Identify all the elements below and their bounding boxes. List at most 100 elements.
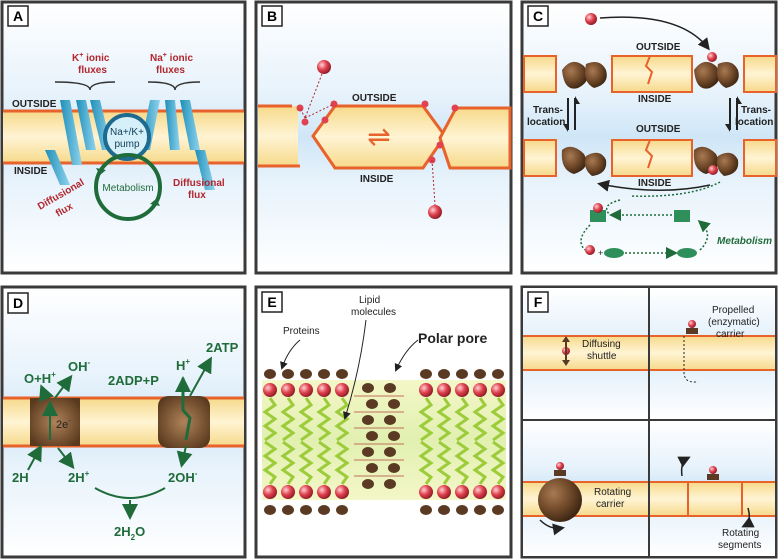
lipid-head (317, 485, 331, 499)
lipid-head (437, 383, 451, 397)
lipid-head (317, 383, 331, 397)
protein (282, 505, 294, 515)
ion (428, 205, 442, 219)
svg-text:Trans-: Trans- (533, 105, 563, 116)
protein (474, 505, 486, 515)
protein (474, 369, 486, 379)
lipid-head (473, 485, 487, 499)
svg-text:2H+: 2H+ (68, 469, 90, 485)
lipid-head (419, 485, 433, 499)
rotating-carrier (538, 478, 582, 522)
pore-lining (362, 447, 374, 457)
panel-f: Diffusing shuttle Propelled (enzymatic) … (520, 285, 778, 559)
svg-text:2OH-: 2OH- (168, 469, 198, 485)
lipid-head (263, 383, 277, 397)
pore-lining (384, 479, 396, 489)
svg-text:2ATP: 2ATP (206, 340, 239, 355)
lipid-head (437, 485, 451, 499)
svg-text:shuttle: shuttle (587, 351, 617, 362)
svg-text:Metabolism: Metabolism (102, 183, 153, 194)
lipid-head (491, 383, 505, 397)
pore-lining (366, 463, 378, 473)
svg-text:pump: pump (114, 139, 139, 150)
svg-text:OUTSIDE: OUTSIDE (636, 124, 681, 135)
pore-lining (366, 431, 378, 441)
svg-text:fluxes: fluxes (78, 65, 107, 76)
svg-text:H+: H+ (176, 357, 190, 373)
lipid-head (455, 383, 469, 397)
svg-text:2e-: 2e- (56, 418, 71, 431)
svg-text:carrier: carrier (716, 329, 745, 340)
svg-text:Diffusing: Diffusing (582, 339, 621, 350)
panel-a: A OUTSIDE INSIDE K+ ionic fluxes Na+ ion… (0, 0, 247, 275)
lipid-head (335, 485, 349, 499)
panel-letter: F (534, 294, 543, 310)
lipid-head (455, 485, 469, 499)
outside-label: OUTSIDE (12, 99, 57, 110)
lipid-head (299, 383, 313, 397)
svg-text:(enzymatic): (enzymatic) (708, 317, 760, 328)
protein (456, 505, 468, 515)
protein (438, 369, 450, 379)
ion (317, 60, 331, 74)
svg-text:location: location (527, 117, 565, 128)
svg-text:Rotating: Rotating (722, 528, 759, 539)
svg-text:segments: segments (718, 540, 761, 551)
na-flux-label: Na+ ionic (150, 52, 193, 64)
svg-text:OH-: OH- (68, 358, 91, 374)
pore-lining (362, 383, 374, 393)
k-flux-label: K+ ionic (72, 52, 110, 64)
svg-text:2ADP+P: 2ADP+P (108, 373, 159, 388)
lipid-head (299, 485, 313, 499)
protein (264, 505, 276, 515)
svg-text:Polar pore: Polar pore (418, 330, 487, 346)
protein (336, 369, 348, 379)
pore-lining (366, 399, 378, 409)
protein (300, 505, 312, 515)
svg-text:Trans-: Trans- (741, 105, 771, 116)
protein (492, 369, 504, 379)
svg-text:OUTSIDE: OUTSIDE (352, 93, 397, 104)
svg-text:OUTSIDE: OUTSIDE (636, 42, 681, 53)
pore-lining (384, 447, 396, 457)
svg-text:Diffusional: Diffusional (173, 178, 225, 189)
pore-lining (384, 383, 396, 393)
svg-text:Propelled: Propelled (712, 305, 754, 316)
protein (318, 505, 330, 515)
panel-letter: A (13, 8, 23, 24)
pore-lining (388, 399, 400, 409)
lipid-head (263, 485, 277, 499)
protein (318, 369, 330, 379)
svg-text:flux: flux (188, 190, 206, 201)
protein (282, 369, 294, 379)
pore-lining (388, 463, 400, 473)
protein (336, 505, 348, 515)
lipid-head (473, 383, 487, 397)
protein (420, 369, 432, 379)
svg-text:2H2O: 2H2O (114, 524, 145, 542)
svg-text:INSIDE: INSIDE (360, 174, 394, 185)
lipid-bilayer (262, 369, 506, 515)
svg-text:2H: 2H (12, 470, 29, 485)
svg-text:Rotating: Rotating (594, 487, 631, 498)
protein (456, 369, 468, 379)
panel-letter: B (267, 8, 277, 24)
lipid-head (491, 485, 505, 499)
metabolism-cycle (94, 153, 162, 221)
pore-lining (384, 415, 396, 425)
equilibrium-arrows: ⇌ (367, 121, 390, 152)
pore-lining (362, 415, 374, 425)
panel-letter: E (267, 294, 276, 310)
svg-text:location: location (735, 117, 773, 128)
svg-text:fluxes: fluxes (156, 65, 185, 76)
svg-text:Proteins: Proteins (283, 326, 320, 337)
panel-letter: C (533, 8, 543, 24)
svg-text:carrier: carrier (596, 499, 625, 510)
svg-text:+: + (598, 248, 603, 258)
lipid-head (281, 383, 295, 397)
svg-text:Metabolism: Metabolism (717, 236, 772, 247)
lipid-head (335, 383, 349, 397)
panel-c: OUTSIDE INSIDE OUTSIDE INSIDE Trans- loc… (520, 0, 778, 275)
svg-text:O+H+: O+H+ (24, 370, 56, 386)
